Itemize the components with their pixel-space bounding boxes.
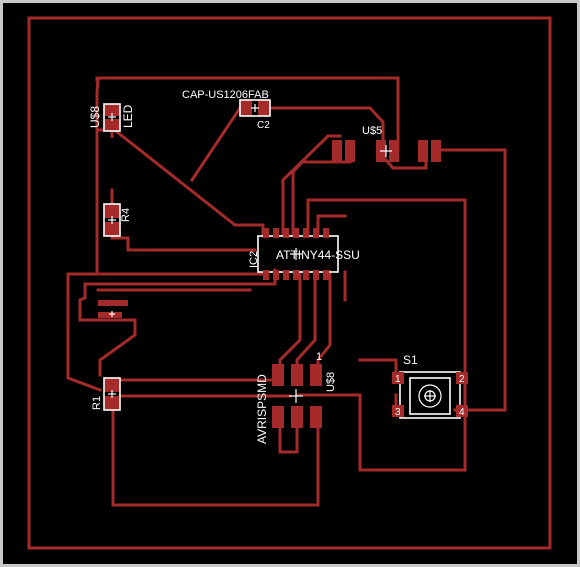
header-left bbox=[98, 300, 128, 318]
ic2-attiny: ATTINY44-SSU IC2 bbox=[248, 228, 360, 280]
label-us8-bottom: U$8 bbox=[325, 372, 337, 392]
label-led: LED bbox=[121, 104, 135, 128]
resistor-r1: R1 bbox=[91, 377, 121, 411]
label-one: 1 bbox=[316, 351, 322, 363]
header-u5: U$5 bbox=[332, 125, 441, 162]
label-pin2: 2 bbox=[459, 374, 465, 385]
board-border bbox=[27, 16, 552, 550]
switch-s1: S1 1 2 3 4 bbox=[392, 353, 468, 419]
label-s1: S1 bbox=[403, 353, 418, 367]
label-ic2: IC2 bbox=[248, 251, 260, 268]
avrisp-header: AVRISPSMD U$8 1 bbox=[255, 351, 337, 444]
capacitor-c2: CAP-US1206FAB C2 bbox=[182, 89, 271, 131]
label-pin1: 1 bbox=[395, 374, 401, 385]
label-cap-part: CAP-US1206FAB bbox=[182, 89, 269, 101]
label-avrispsmd: AVRISPSMD bbox=[255, 374, 269, 444]
label-attiny: ATTINY44-SSU bbox=[276, 248, 360, 262]
label-u5: U$5 bbox=[362, 125, 382, 137]
label-pin3: 3 bbox=[395, 407, 401, 418]
label-c2: C2 bbox=[257, 120, 270, 131]
led-component: U$8 LED bbox=[88, 103, 135, 132]
label-us8-top: U$8 bbox=[88, 106, 102, 128]
traces bbox=[66, 76, 507, 507]
label-r4: R4 bbox=[120, 208, 132, 222]
label-r1: R1 bbox=[91, 396, 103, 410]
label-pin4: 4 bbox=[459, 407, 465, 418]
resistor-r4: R4 bbox=[103, 203, 132, 237]
